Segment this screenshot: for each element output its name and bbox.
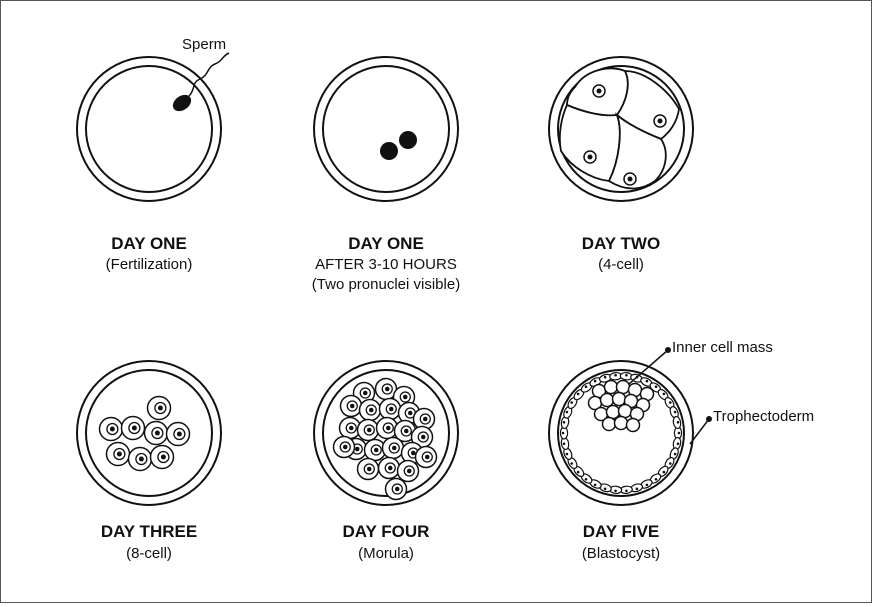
inner-cell-mass-pointer	[629, 347, 671, 384]
sperm-label: Sperm	[182, 36, 226, 53]
stage-title: DAY FIVE	[583, 522, 660, 541]
pronucleus	[380, 142, 398, 160]
cell	[627, 419, 640, 432]
zona-pellucida-outer	[314, 57, 458, 201]
stage-day-one-pronuclei: DAY ONE AFTER 3-10 HOURS (Two pronuclei …	[312, 57, 460, 293]
zona-pellucida-inner	[86, 66, 212, 192]
stage-day-five: Inner cell mass Trophectoderm DAY FIVE (…	[549, 339, 814, 562]
pronucleus	[399, 131, 417, 149]
stage-title: DAY THREE	[101, 522, 197, 541]
cell	[605, 381, 618, 394]
cell	[358, 459, 379, 480]
cell	[129, 448, 152, 471]
cell	[379, 458, 400, 479]
stage-title: DAY ONE	[348, 234, 424, 253]
cell	[615, 417, 628, 430]
inner-cell-mass	[589, 381, 654, 432]
cell	[100, 418, 123, 441]
cell	[358, 420, 379, 441]
cell	[167, 423, 190, 446]
cell	[341, 396, 362, 417]
cell	[122, 417, 145, 440]
sperm-icon	[170, 53, 229, 114]
cell	[601, 394, 614, 407]
cell	[145, 422, 168, 445]
stage-subtitle: AFTER 3-10 HOURS	[315, 256, 457, 273]
cell	[148, 397, 171, 420]
stage-title: DAY ONE	[111, 234, 187, 253]
stage-title: DAY FOUR	[343, 522, 430, 541]
cell	[360, 400, 381, 421]
stage-subtitle: (8-cell)	[126, 545, 172, 562]
cell	[619, 405, 632, 418]
blastomere	[560, 105, 620, 181]
cell	[380, 399, 401, 420]
cell	[383, 438, 404, 459]
blastomere-cluster-8	[100, 397, 190, 471]
stage-day-one-fertilization: Sperm DAY ONE (Fertilization)	[77, 36, 229, 273]
stage-subtitle: (Two pronuclei visible)	[312, 276, 460, 293]
stage-subtitle: (4-cell)	[598, 256, 644, 273]
cell	[334, 437, 355, 458]
stage-day-three: DAY THREE (8-cell)	[77, 361, 221, 562]
cell	[398, 461, 419, 482]
cell	[613, 393, 626, 406]
cell	[603, 418, 616, 431]
cell	[107, 443, 130, 466]
zona-pellucida-inner	[323, 66, 449, 192]
stage-day-two: DAY TWO (4-cell)	[549, 57, 693, 273]
stage-subtitle: (Blastocyst)	[582, 545, 660, 562]
cell	[416, 447, 437, 468]
cell	[617, 381, 630, 394]
inner-cell-mass-label: Inner cell mass	[672, 339, 773, 356]
stage-subtitle: (Fertilization)	[106, 256, 193, 273]
cell	[151, 446, 174, 469]
cell	[607, 406, 620, 419]
stage-day-four: DAY FOUR (Morula)	[314, 361, 458, 562]
stage-title: DAY TWO	[582, 234, 660, 253]
stage-subtitle: (Morula)	[358, 545, 414, 562]
trophectoderm-label: Trophectoderm	[713, 408, 814, 425]
cell	[386, 479, 407, 500]
morula-cell-cluster	[334, 379, 437, 500]
